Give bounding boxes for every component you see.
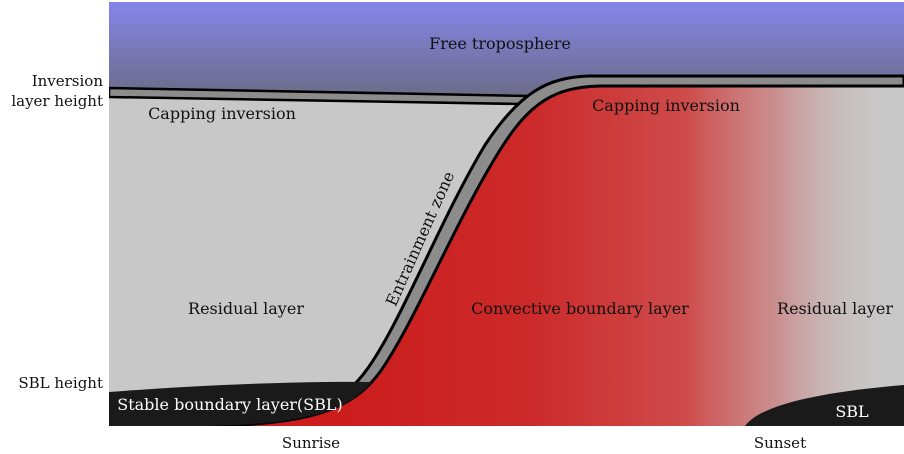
convective-boundary-layer-label: Convective boundary layer [471,299,689,318]
entrainment-zone-band [197,74,904,426]
stable-boundary-layer-label: Stable boundary layer(SBL) [117,395,343,414]
residual-layer-right-label: Residual layer [777,299,893,318]
sbl-right-region [745,385,904,426]
free-troposphere-region [109,2,904,96]
sbl-right-label: SBL [835,402,869,421]
sunrise-label: Sunrise [282,434,340,452]
inversion-height-label-line1: Inversion [32,72,104,90]
sunset-label: Sunset [754,434,806,452]
free-troposphere-label: Free troposphere [429,34,571,53]
convective-boundary-layer-region [205,84,904,426]
capping-inversion-left-label: Capping inversion [148,104,296,123]
sbl-height-label: SBL height [18,374,103,392]
inversion-height-label-line2: layer height [11,92,103,110]
residual-layer-left-label: Residual layer [188,299,304,318]
stable-boundary-layer-region [109,381,372,426]
capping-inversion-right-label: Capping inversion [592,96,740,115]
